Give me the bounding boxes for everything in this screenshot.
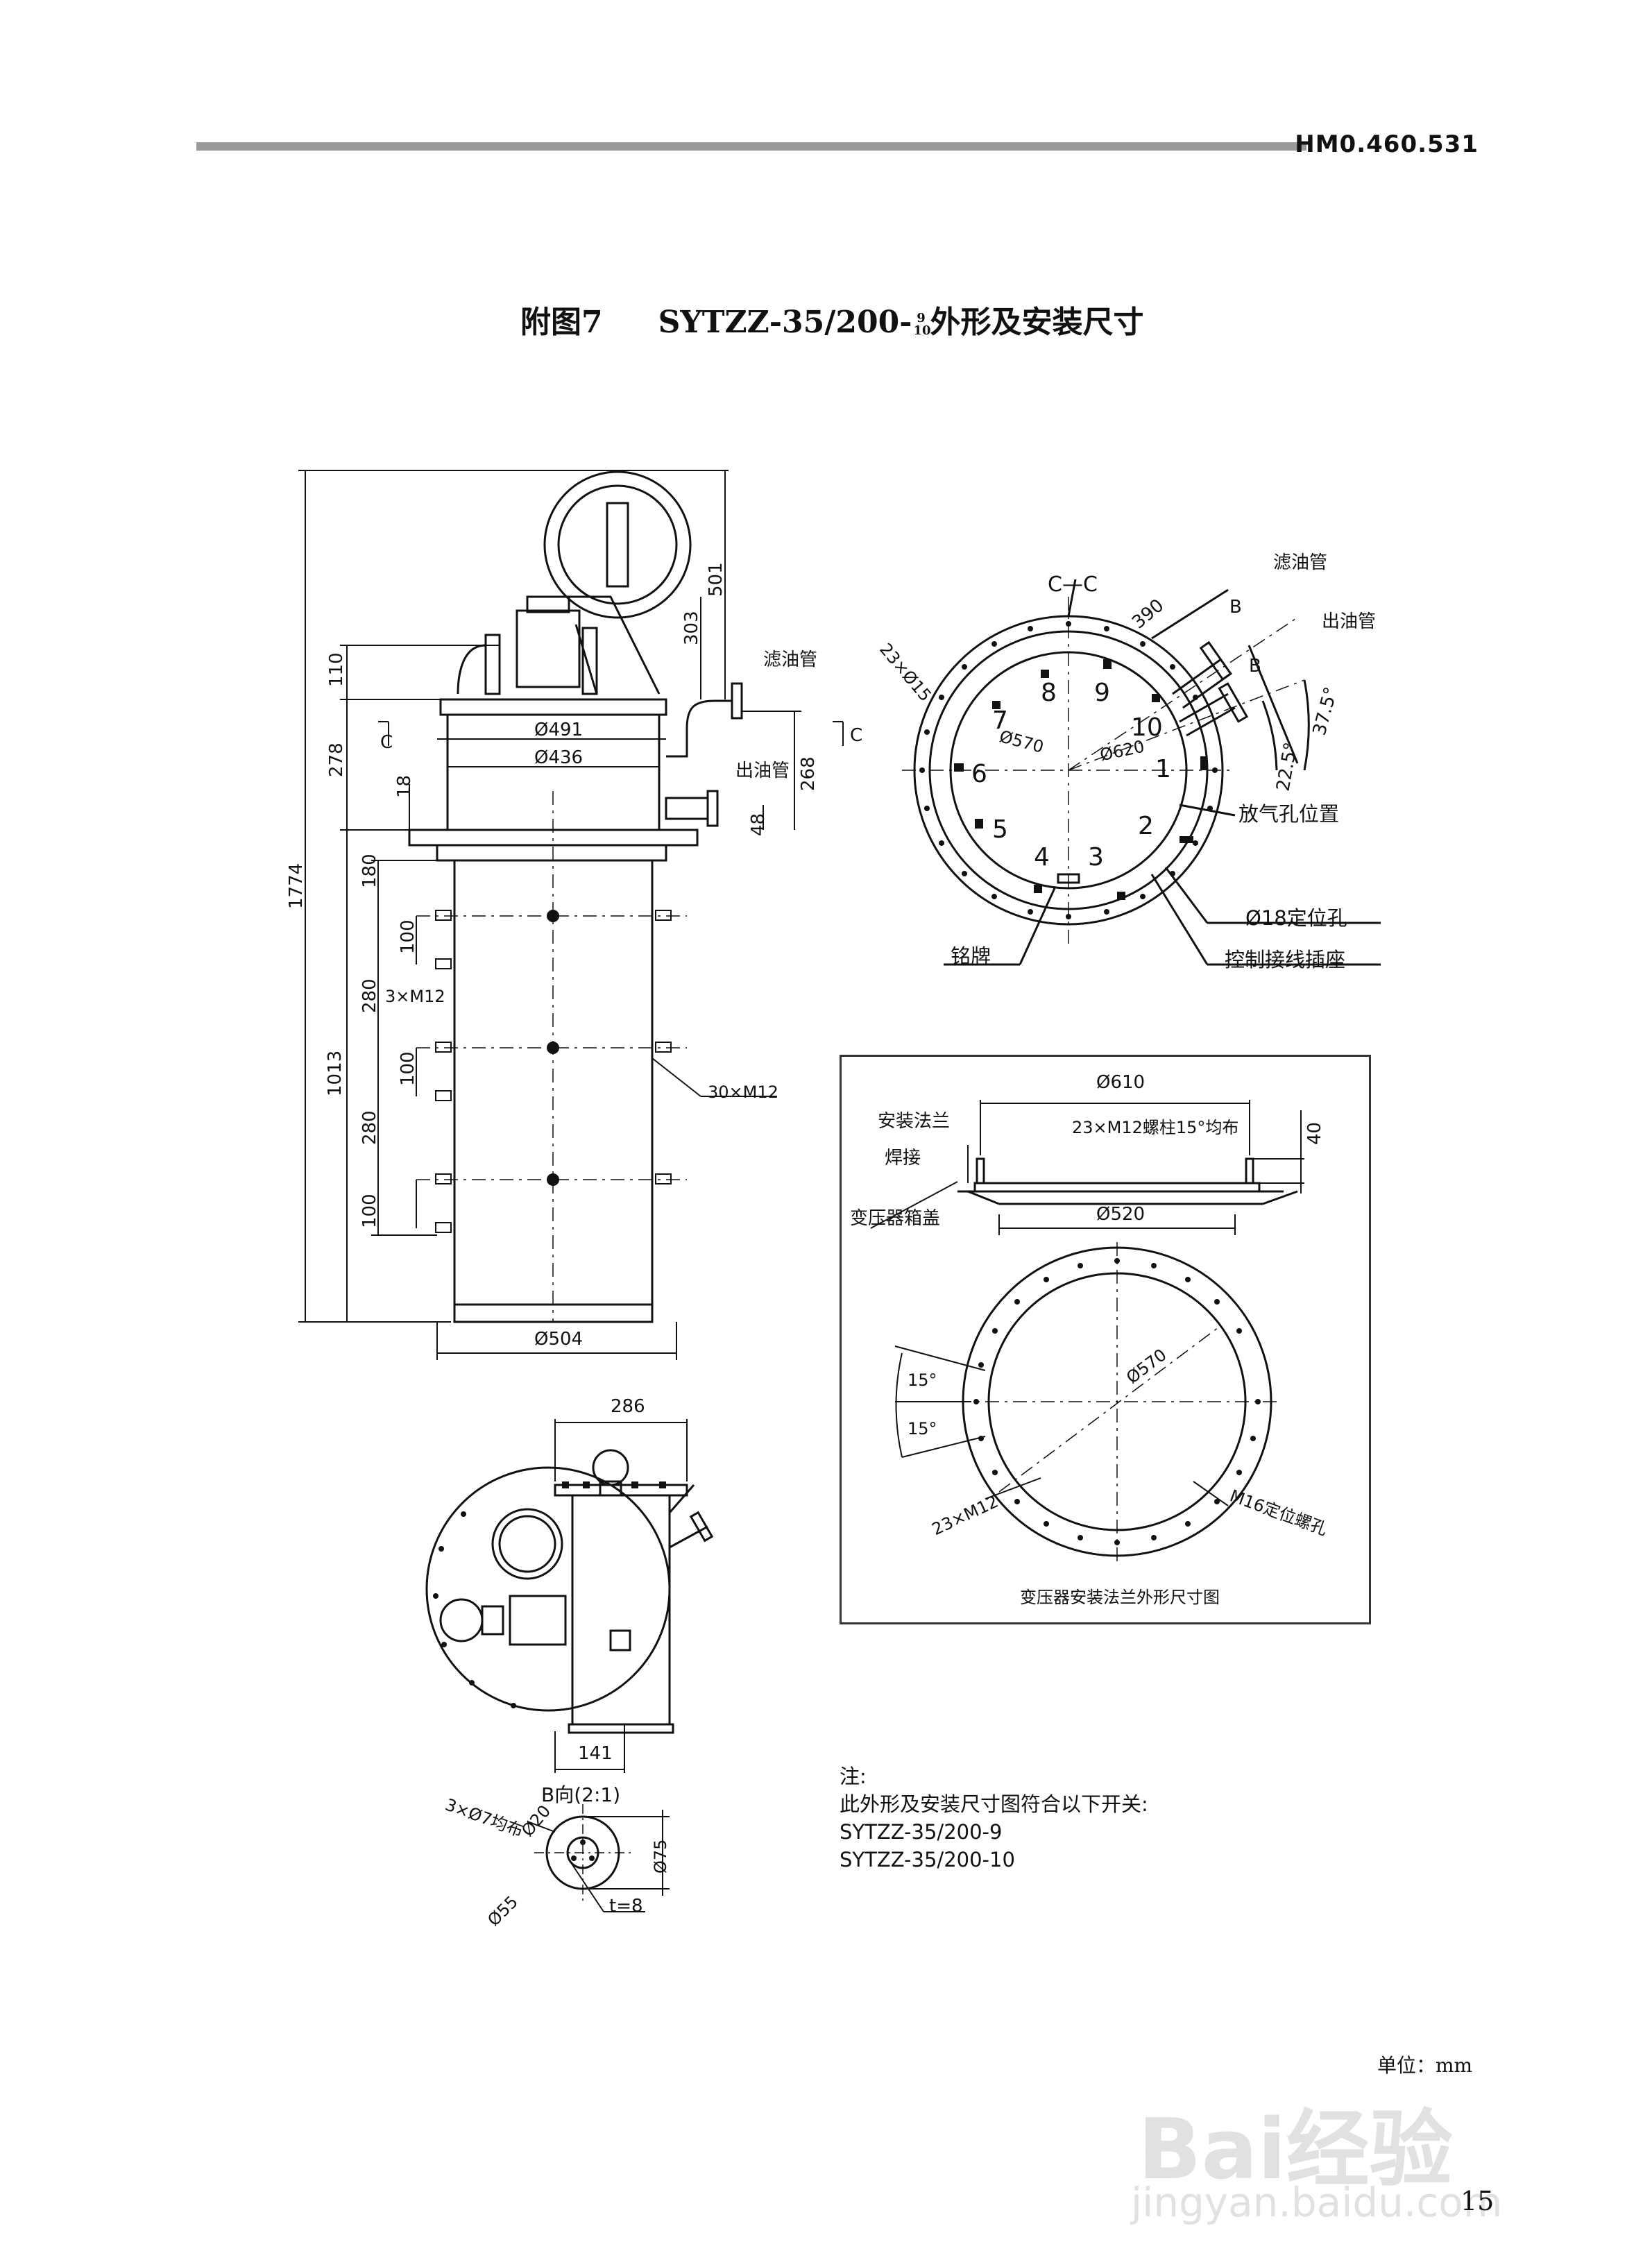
b-view-d75: Ø75 [651, 1839, 670, 1874]
note-line-3: SYTZZ-35/200-10 [840, 1848, 1015, 1871]
front-outlet-pipe-label: 出油管 [735, 761, 790, 781]
top-window-ring [543, 470, 692, 619]
dim-501: 501 [706, 562, 726, 597]
cc-position-2: 2 [1138, 812, 1154, 840]
dim-overall-height: 1774 [286, 863, 307, 909]
cc-nameplate: 铭牌 [951, 944, 991, 968]
flange-dim-d520: Ø520 [1096, 1204, 1146, 1225]
cc-position-3: 3 [1088, 843, 1104, 872]
cc-outlet-pipe-label: 出油管 [1322, 611, 1377, 632]
bolts-3xm12: 3×M12 [385, 987, 445, 1006]
figure-subject: 外形及安装尺寸 [930, 305, 1144, 340]
flange-angle-15-b: 15° [908, 1419, 937, 1438]
top-view-drawing [425, 1419, 714, 1773]
watermark-url: jingyan.baidu.com [1131, 2179, 1503, 2226]
tank-cylinder [453, 859, 654, 1323]
dim-280-a: 280 [359, 978, 380, 1013]
dim-d491: Ø491 [534, 720, 584, 740]
dim-d436: Ø436 [534, 747, 584, 768]
fraction-top: 9 [917, 310, 926, 325]
dim-cylinder-length: 1013 [325, 1050, 346, 1096]
dim-280-b: 280 [359, 1110, 380, 1145]
section-cc-bolt-holes [919, 621, 1218, 919]
baidu-watermark: Bai经验 jingyan.baidu.com [1110, 2054, 1582, 2234]
cc-control-socket: 控制接线插座 [1225, 948, 1346, 971]
b-view-title: B向(2:1) [541, 1783, 621, 1806]
figure-number: 附图7 [520, 305, 603, 340]
flange-weld-label: 焊接 [885, 1148, 921, 1169]
dim-100-c: 100 [359, 1194, 380, 1228]
cc-position-9: 9 [1094, 679, 1110, 707]
flange-angle-15-a: 15° [908, 1370, 937, 1390]
cc-position-6: 6 [971, 760, 987, 788]
cc-position-10: 10 [1131, 713, 1163, 742]
flange-detail-drawing [870, 1100, 1304, 1561]
bolts-30xm12: 30×M12 [708, 1082, 778, 1102]
dim-head-height: 110 [326, 652, 347, 687]
section-mark-left: C [380, 732, 393, 753]
cc-filter-pipe-label: 滤油管 [1273, 552, 1328, 573]
note-head: 注: [840, 1765, 867, 1788]
dim-100-b: 100 [398, 1051, 418, 1086]
top-dim-286: 286 [611, 1396, 645, 1417]
section-mark-right: C [850, 725, 863, 746]
dim-100-a: 100 [398, 919, 418, 954]
dim-303: 303 [681, 611, 702, 645]
dim-180: 180 [359, 854, 380, 888]
b-view-drawing [527, 1804, 670, 1912]
cc-position-1: 1 [1155, 755, 1171, 783]
b-view-thickness: t=8 [609, 1896, 643, 1917]
cc-position-5: 5 [992, 815, 1008, 844]
document-code: HM0.460.531 [1295, 130, 1479, 158]
flange-bolt-holes [973, 1258, 1261, 1545]
unit-label: 单位：mm [1377, 2054, 1473, 2077]
flange-detail-frame [840, 1055, 1371, 1624]
flange-caption: 变压器安装法兰外形尺寸图 [1020, 1588, 1220, 1607]
flange-cover-label: 变压器箱盖 [850, 1208, 941, 1229]
cc-position-7: 7 [992, 706, 1008, 735]
cc-b-mark-2: B [1249, 656, 1261, 677]
fraction-bottom: 10 [913, 323, 931, 338]
dim-48: 48 [748, 813, 769, 836]
figure-model: SYTZZ-35/200- [658, 305, 912, 340]
flange-studs-spec: 23×M12螺柱15°均布 [1072, 1118, 1239, 1137]
section-cc-title: C—C [1048, 572, 1098, 597]
flange-dim-40: 40 [1304, 1121, 1325, 1145]
page-number: 15 [1461, 2186, 1495, 2216]
dim-flange-thickness: 18 [394, 774, 415, 798]
dim-housing-height: 278 [326, 742, 347, 777]
flange-mount-label: 安装法兰 [878, 1111, 951, 1132]
front-filter-pipe-label: 滤油管 [763, 649, 818, 670]
notes-block: 注: 此外形及安装尺寸图符合以下开关: SYTZZ-35/200-9 SYTZZ… [840, 1763, 1148, 1874]
cc-b-mark-1: B [1229, 597, 1242, 618]
dim-268: 268 [798, 756, 819, 791]
header-rule [196, 142, 1306, 151]
section-cc-drawing [902, 579, 1381, 966]
dim-d504: Ø504 [534, 1329, 584, 1350]
cc-position-4: 4 [1034, 843, 1050, 872]
cc-vent-position: 放气孔位置 [1238, 802, 1340, 826]
note-line-1: 此外形及安装尺寸图符合以下开关: [840, 1792, 1148, 1816]
note-line-2: SYTZZ-35/200-9 [840, 1820, 1003, 1844]
flange-dim-d610: Ø610 [1096, 1072, 1146, 1093]
watermark-brand: Bai经验 [1138, 2102, 1453, 2198]
cc-locating-hole: Ø18定位孔 [1245, 906, 1347, 930]
top-dim-141: 141 [578, 1743, 613, 1764]
cc-position-8: 8 [1041, 679, 1057, 707]
